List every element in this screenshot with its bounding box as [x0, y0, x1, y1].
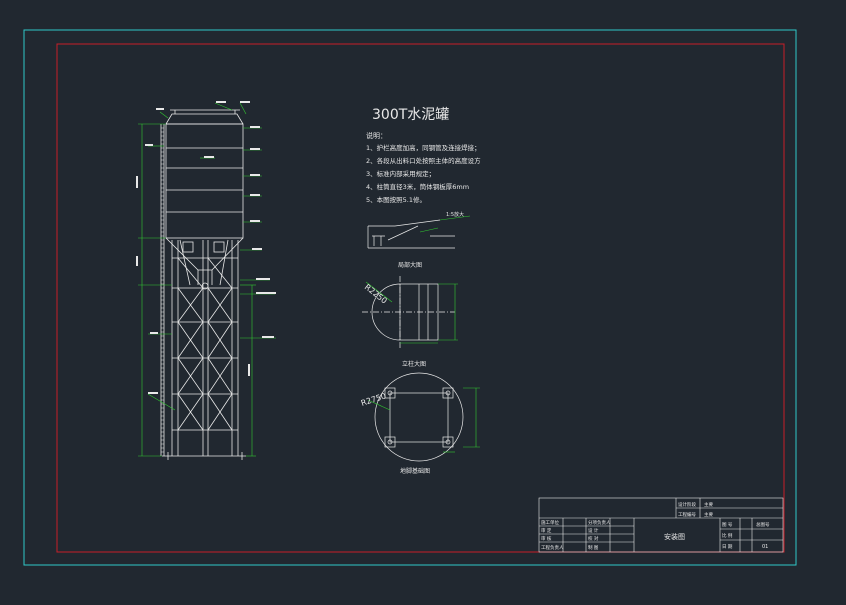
- tb-design-stage-value: 主要: [704, 501, 713, 508]
- note-1: 1、护栏高度加高，同钢管及连接焊接；: [366, 143, 481, 152]
- note-3: 3、标准内部采用规定；: [366, 169, 435, 178]
- tb-right-r0c0: 图 号: [722, 522, 733, 528]
- detail-a-dims: [419, 215, 471, 233]
- detail-a-caption: 局部大图: [398, 261, 422, 269]
- tb-r3c2: 制 图: [588, 544, 599, 551]
- detail-c: [374, 372, 464, 462]
- tb-r1c0: 审 定: [541, 527, 552, 534]
- detail-b-dims: [365, 281, 458, 344]
- tb-right-r2c0: 日 期: [722, 544, 733, 550]
- detail-b: [362, 276, 455, 350]
- silo-tiny-labels: [136, 101, 276, 394]
- tb-right-r2c3: 01: [762, 544, 768, 550]
- silo-dimensions: [138, 102, 276, 457]
- tb-r1c2: 设 计: [588, 527, 599, 534]
- tb-r2c2: 校 对: [588, 535, 599, 542]
- tb-r2c0: 审 核: [541, 535, 552, 542]
- detail-c-radius: R2750: [360, 391, 387, 408]
- tb-project-no-label: 工程编号: [678, 511, 696, 518]
- inner-border: [56, 43, 785, 553]
- detail-b-caption: 立柱大图: [402, 360, 426, 368]
- ladder-rungs: [161, 127, 164, 453]
- title-block: [538, 497, 784, 553]
- tb-r0c0: 施工单位: [541, 519, 559, 526]
- note-5: 5、本图按照5.1修。: [366, 195, 426, 204]
- tb-project-no-value: 主要: [704, 511, 713, 518]
- notes-heading: 说明：: [366, 131, 387, 140]
- tb-right-r1c0: 比 例: [722, 532, 733, 539]
- tb-r0c2: 分项负责人: [588, 519, 611, 526]
- tb-drawing-name: 安装图: [664, 532, 685, 541]
- detail-a-callout: 1:5放大: [446, 211, 464, 218]
- note-4: 4、柱筒直径3米，筒体钢板厚6mm: [366, 182, 469, 191]
- silo-elevation: [160, 109, 246, 460]
- detail-c-caption: 地脚基础图: [400, 467, 430, 475]
- tb-design-stage-label: 设计阶段: [678, 501, 696, 508]
- drawing-title: 300T水泥罐: [372, 107, 449, 123]
- tb-right-r0c3: 总图号: [756, 521, 770, 528]
- detail-b-radius: R2250: [363, 282, 389, 305]
- detail-a: [367, 219, 455, 249]
- detail-c-dims: [367, 387, 480, 453]
- tb-r3c0: 工程负责人: [541, 544, 564, 551]
- outer-border: [23, 29, 797, 566]
- note-2: 2、各段从出料口处按照主体的高度设方: [366, 156, 481, 165]
